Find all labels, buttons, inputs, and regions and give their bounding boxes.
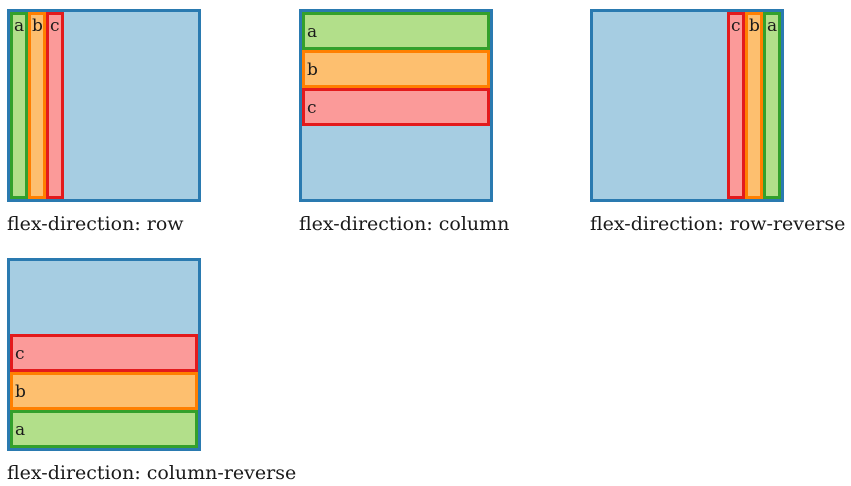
flex-item-b: b	[745, 12, 763, 199]
demo-flex-column: a b c flex-direction: column	[299, 9, 599, 236]
flex-container-row: a b c	[7, 9, 201, 202]
flex-item-c: c	[10, 334, 198, 372]
flex-container-column-reverse: a b c	[7, 258, 201, 451]
flex-item-a: a	[302, 12, 490, 50]
flex-item-a: a	[10, 410, 198, 448]
flex-item-a: a	[10, 12, 28, 199]
flex-item-c: c	[302, 88, 490, 126]
caption-row: flex-direction: row	[7, 213, 184, 235]
flex-item-c: c	[46, 12, 64, 199]
caption-row-reverse: flex-direction: row-reverse	[590, 213, 846, 235]
caption-column: flex-direction: column	[299, 213, 510, 235]
demo-flex-row: a b c flex-direction: row	[7, 9, 307, 236]
flex-item-c: c	[727, 12, 745, 199]
flex-item-a: a	[763, 12, 781, 199]
caption-column-reverse: flex-direction: column-reverse	[7, 462, 297, 484]
flex-item-b: b	[28, 12, 46, 199]
flex-container-row-reverse: a b c	[590, 9, 784, 202]
flex-item-b: b	[302, 50, 490, 88]
flex-container-column: a b c	[299, 9, 493, 202]
demo-flex-column-reverse: a b c flex-direction: column-reverse	[7, 258, 307, 485]
demo-flex-row-reverse: a b c flex-direction: row-reverse	[590, 9, 851, 236]
flex-item-b: b	[10, 372, 198, 410]
